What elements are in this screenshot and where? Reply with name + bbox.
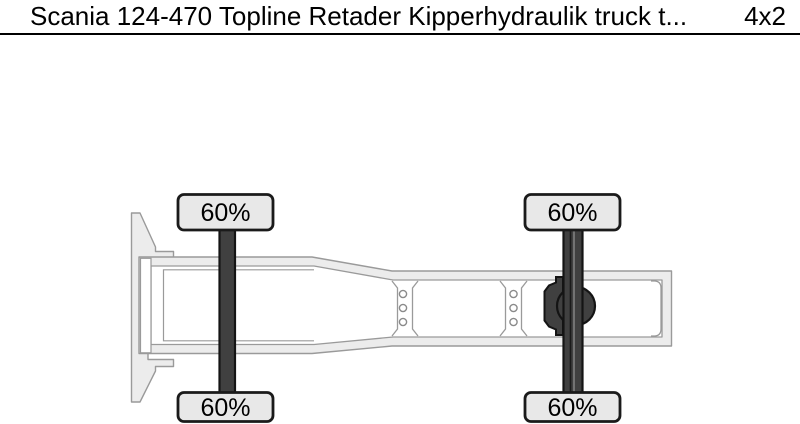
chassis-frame-inner: [150, 265, 663, 346]
rivet-hole: [509, 303, 518, 313]
rivet-hole: [398, 303, 408, 313]
rivet-hole: [509, 289, 518, 299]
crossmember-1: [391, 280, 419, 337]
rivet-hole: [509, 317, 518, 327]
rear-axle-bar: [562, 212, 584, 406]
title-divider: [0, 33, 800, 35]
differential-housing: [543, 276, 564, 336]
tire-front-bottom: 60%: [176, 391, 275, 423]
tire-tread-label: 60%: [200, 394, 250, 422]
front-crossmember: [139, 257, 152, 354]
rear-axle: [543, 212, 597, 406]
tire-rear-top: 60%: [523, 193, 622, 232]
rivet-hole: [398, 317, 408, 327]
frame-lip-detail: [162, 269, 314, 342]
front-axle: [218, 212, 237, 406]
tire-rear-bottom: 60%: [523, 391, 622, 423]
rear-crossmember-bracket: [651, 280, 662, 337]
listing-title: Scania 124-470 Topline Retader Kipperhyd…: [30, 1, 688, 31]
crossmember-2: [499, 280, 528, 337]
rivet-hole: [398, 289, 408, 299]
title-bar: Scania 124-470 Topline Retader Kipperhyd…: [0, 0, 800, 33]
tire-tread-label: 60%: [547, 394, 597, 422]
axle-config-label: 4x2: [744, 1, 786, 31]
tire-tread-label: 60%: [547, 199, 597, 227]
tire-front-top: 60%: [176, 193, 275, 232]
tire-tread-label: 60%: [200, 199, 250, 227]
